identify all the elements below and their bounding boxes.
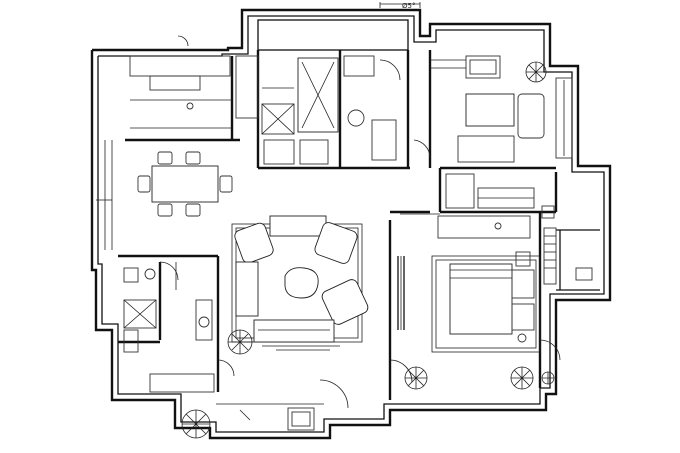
- nightstand: [511, 269, 535, 299]
- plant-icon: [510, 366, 534, 390]
- dining-chair: [185, 151, 201, 165]
- door-swings: [159, 35, 561, 409]
- kitchen-top-left: [129, 55, 232, 129]
- plant-icon: [404, 366, 428, 390]
- double-bed: [449, 263, 513, 335]
- dining-table: [151, 165, 219, 203]
- sofa-bottom: [253, 319, 335, 343]
- dining-chair: [157, 151, 173, 165]
- bed-small: [465, 93, 515, 127]
- bedroom-top-right: [430, 55, 573, 163]
- armchair: [234, 222, 274, 264]
- sofa-top: [269, 215, 327, 237]
- toilet: [198, 316, 210, 328]
- dining-chair: [219, 175, 233, 193]
- living-room: [231, 215, 369, 351]
- left-bathroom: [123, 262, 215, 393]
- balcony-bottom: [216, 403, 324, 431]
- corridor-cabinet: [400, 173, 535, 239]
- plant-icon: [525, 61, 547, 83]
- nightstand: [511, 303, 535, 331]
- main-bedroom: [397, 251, 541, 353]
- kitchen-sink: [149, 75, 201, 91]
- armchair: [321, 279, 369, 325]
- armchair: [517, 93, 545, 139]
- armchair: [314, 222, 358, 264]
- dining-area: [96, 140, 233, 250]
- exterior-walls: Ø5°: [90, 2, 612, 440]
- plant-icon: [541, 371, 555, 385]
- nightstand: [465, 55, 501, 79]
- right-closet: [541, 205, 593, 285]
- toilet: [347, 109, 365, 127]
- kitchen-bath-block: [235, 55, 397, 165]
- dining-chair: [185, 203, 201, 217]
- dining-chair: [137, 175, 151, 193]
- side-sofa: [235, 261, 259, 317]
- dining-chair: [157, 203, 173, 217]
- interior-walls: [118, 19, 600, 400]
- dimension-annotation: Ø5°: [402, 2, 415, 10]
- plant-icon: [227, 329, 253, 355]
- coffee-table: [284, 267, 319, 299]
- plant-icon: [181, 409, 211, 439]
